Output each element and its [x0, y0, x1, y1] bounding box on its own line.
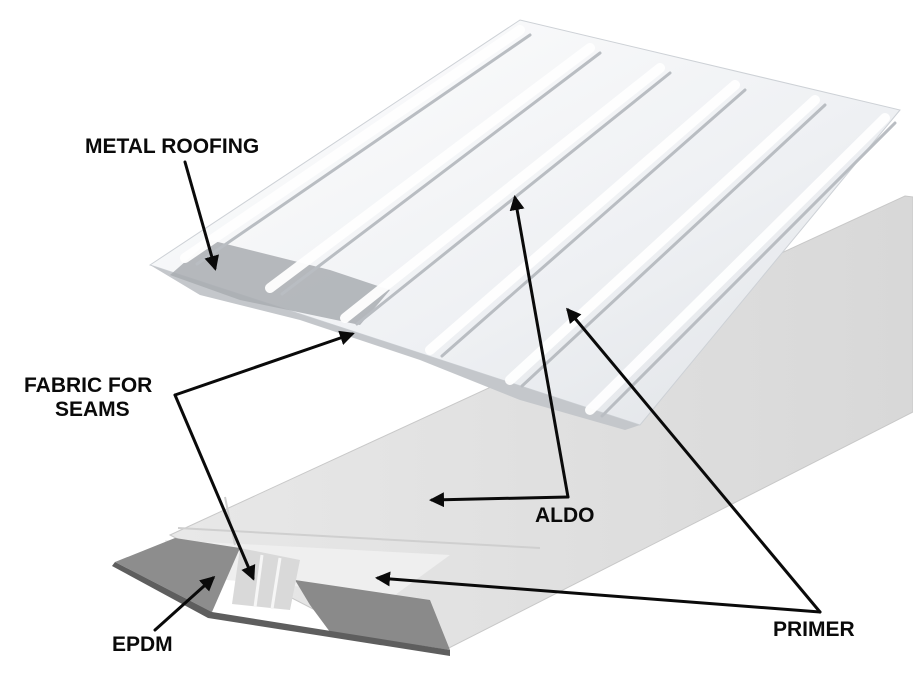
arrow-fabric-top [173, 330, 355, 397]
arrow-primer-top [566, 307, 822, 614]
epdm-strip [115, 538, 240, 612]
labels: METAL ROOFING FABRIC FOR SEAMS ALDO EPDM… [24, 135, 855, 656]
metal-ribs [180, 25, 890, 415]
label-primer: PRIMER [773, 618, 855, 641]
metal-roofing-panel [148, 19, 901, 430]
metal-panel-body [148, 19, 901, 426]
label-epdm: EPDM [112, 633, 173, 656]
label-fabric-line1: FABRIC FOR [24, 374, 152, 397]
arrow-epdm [153, 575, 216, 632]
arrow-primer-bottom [375, 571, 822, 614]
callout-arrows [153, 160, 822, 632]
arrow-metal-roofing [183, 160, 219, 271]
seam-fabric-strip [232, 548, 300, 610]
arrow-fabric-bottom [173, 393, 256, 581]
arrow-aldo-up [509, 195, 570, 499]
label-fabric-line2: SEAMS [55, 398, 130, 421]
arrow-aldo-left [429, 492, 570, 508]
membrane-edge [112, 562, 450, 656]
label-aldo: ALDO [535, 504, 595, 527]
label-metal-roofing: METAL ROOFING [85, 135, 259, 158]
